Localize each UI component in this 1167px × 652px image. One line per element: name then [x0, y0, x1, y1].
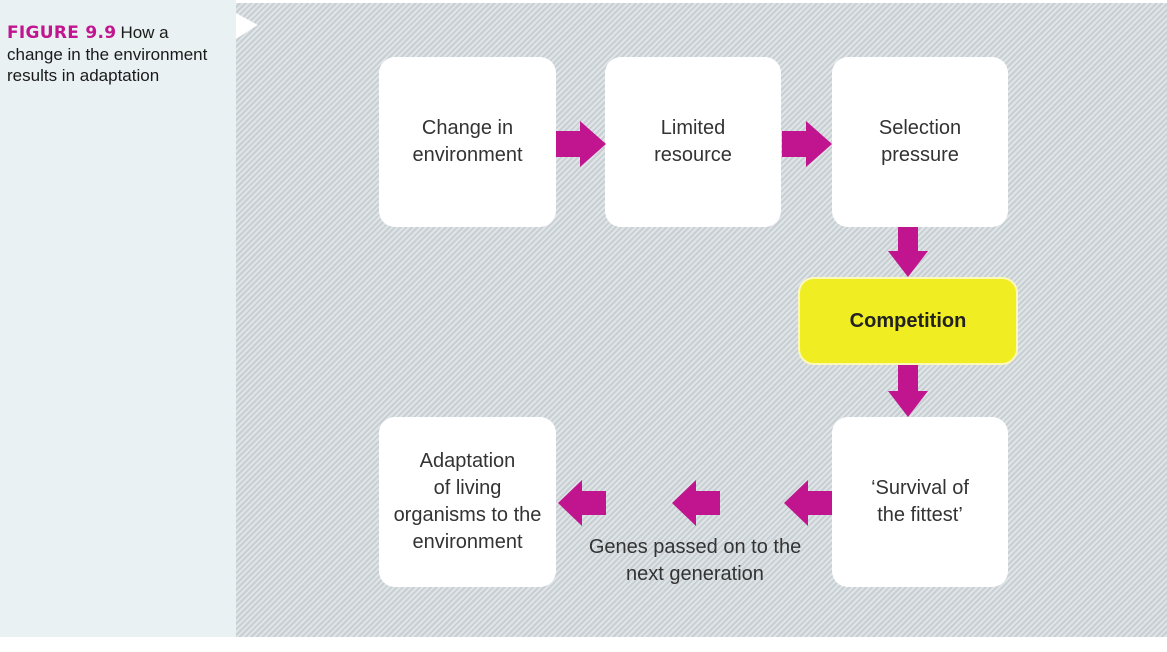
box-selection-pressure: Selection pressure [832, 57, 1008, 227]
box-adaptation: Adaptation of living organisms to the en… [379, 417, 556, 587]
box-change-in-environment: Change in environment [379, 57, 556, 227]
box-line: the fittest’ [877, 504, 963, 526]
box-competition: Competition [798, 277, 1018, 365]
box-line: Change in [421, 117, 514, 139]
box-line: pressure [881, 144, 959, 166]
box-line: Selection [878, 117, 962, 139]
box-line: Competition [849, 309, 967, 332]
figure-caption-text: How a change in the environment results … [7, 23, 208, 85]
box-survival-of-the-fittest: ‘Survival of the fittest’ [832, 417, 1008, 587]
box-line: ‘Survival of [871, 477, 969, 499]
box-line: organisms to the [393, 504, 542, 526]
figure-label: FIGURE 9.9 [7, 23, 117, 43]
box-line: resource [654, 144, 732, 166]
box-line: environment [412, 531, 523, 553]
box-line: of living [433, 477, 502, 499]
genes-label-line: Genes passed on to the [588, 536, 802, 558]
genes-label-line: next generation [626, 563, 764, 585]
box-line: environment [412, 144, 523, 166]
genes-passed-label: Genes passed on to the next generation [565, 534, 825, 588]
box-limited-resource: Limited resource [605, 57, 781, 227]
box-line: Adaptation [419, 450, 516, 472]
box-line: Limited [660, 117, 726, 139]
